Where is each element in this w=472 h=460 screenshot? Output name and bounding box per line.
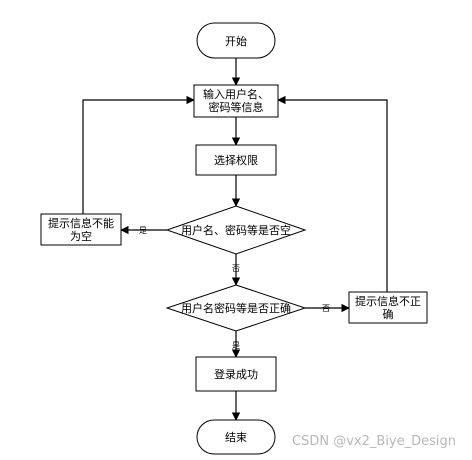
start-node: 开始 xyxy=(196,22,276,59)
empty-msg-line2: 为空 xyxy=(70,229,92,243)
end-label: 结束 xyxy=(225,431,247,444)
success-node: 登录成功 xyxy=(195,356,277,392)
success-label: 登录成功 xyxy=(214,367,258,381)
input-label-line1: 输入用户名、 xyxy=(203,87,269,101)
connectors xyxy=(82,58,388,421)
select-node: 选择权限 xyxy=(195,144,277,176)
check-correct-label: 用户名密码等是否正确 xyxy=(181,301,291,315)
edge-label-correct-no: 否 xyxy=(322,304,330,313)
input-label-line2: 密码等信息 xyxy=(209,100,264,114)
edge-label-correct-yes: 是 xyxy=(232,341,240,350)
empty-message-node: 提示信息不能 为空 xyxy=(40,213,122,246)
check-correct-decision: 用户名密码等是否正确 xyxy=(165,284,307,332)
check-empty-decision: 用户名、密码等是否空 xyxy=(165,205,307,255)
empty-msg-line1: 提示信息不能 xyxy=(48,216,114,230)
wrong-message-node: 提示信息不正 确 xyxy=(348,291,428,324)
start-label: 开始 xyxy=(225,34,247,48)
input-node: 输入用户名、 密码等信息 xyxy=(193,84,279,118)
watermark: CSDN @vx2_Biye_Design xyxy=(292,434,456,449)
wrong-msg-line1: 提示信息不正 xyxy=(355,294,421,308)
wrong-msg-line2: 确 xyxy=(383,308,394,321)
edge-wrong-msg-loop xyxy=(277,95,388,292)
end-node: 结束 xyxy=(196,419,276,455)
check-empty-label: 用户名、密码等是否空 xyxy=(181,223,291,237)
select-label: 选择权限 xyxy=(214,153,258,167)
edge-empty-msg-loop xyxy=(82,95,195,214)
edge-label-empty-no: 否 xyxy=(232,264,240,273)
edge-label-empty-yes: 是 xyxy=(139,226,147,235)
